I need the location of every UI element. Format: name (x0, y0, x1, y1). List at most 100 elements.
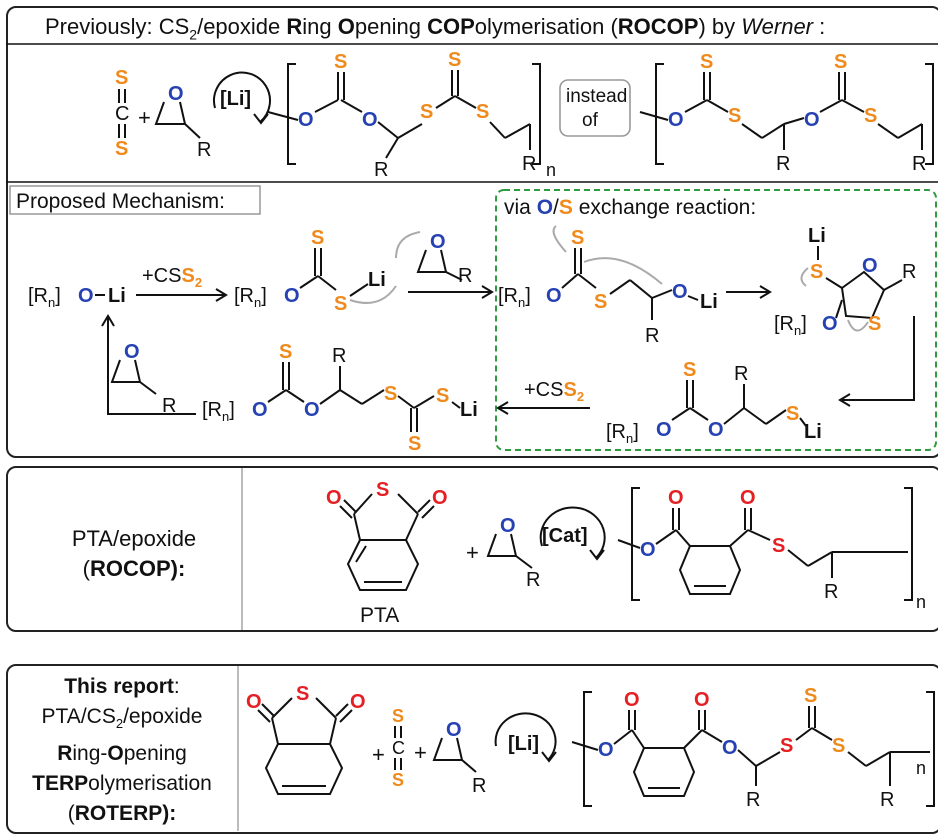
atom-o: O (740, 487, 756, 509)
header-sub: 2 (189, 26, 198, 43)
atom-o: O (546, 285, 562, 307)
header-werner: Werner (741, 14, 814, 39)
atom-r: R (824, 581, 838, 603)
atom-s: S (392, 706, 404, 726)
atom-o: O (656, 419, 672, 441)
exchange-o: O (537, 196, 553, 219)
atom-s: S (700, 51, 713, 73)
reagent-cs2-part: +CS (142, 265, 181, 287)
plus-sign: + (414, 740, 427, 765)
atom-s: S (420, 101, 433, 123)
rn-group: [Rn] (202, 399, 235, 424)
label-part: PTA/CS (41, 705, 116, 728)
exchange-part: exchange reaction: (573, 196, 756, 219)
atom-s: S (115, 67, 128, 89)
rn-close: ] (261, 285, 267, 307)
header-part: pening (354, 14, 428, 39)
atom-o: O (672, 281, 688, 303)
atom-s: S (810, 261, 823, 283)
atom-s: S (571, 227, 584, 249)
instead-of-box (559, 79, 631, 137)
panel1-header: Previously: CS2/epoxide Ring Opening COP… (45, 14, 825, 42)
catalyst-cat: [Cat] (542, 525, 588, 547)
panel3-line2: PTA/CS2/epoxide (8, 702, 236, 739)
label-part: ): (162, 802, 177, 826)
atom-r: R (162, 395, 176, 417)
panel2-label: PTA/epoxide (ROCOP): (34, 524, 234, 584)
rn-close: ] (525, 285, 531, 307)
header-part: ) by (698, 14, 742, 39)
label-part: ( (82, 556, 90, 581)
atom-li: Li (804, 421, 822, 443)
label-part: O (107, 742, 124, 766)
exchange-label: via O/S exchange reaction: (504, 196, 756, 219)
header-part: R (286, 14, 303, 39)
reagent-sub: 2 (577, 389, 584, 404)
atom-o: O (430, 231, 446, 253)
atom-o: O (722, 737, 738, 759)
atom-s: S (392, 770, 404, 790)
instead-of-text: of (582, 110, 599, 131)
atom-r: R (522, 153, 536, 175)
atom-s: S (279, 341, 292, 363)
atom-o: O (284, 285, 300, 307)
label-part: ( (67, 802, 75, 826)
atom-c: C (115, 103, 129, 125)
rn: [R (498, 285, 518, 307)
rn-close: ] (801, 313, 807, 335)
label-part: olymerisation (88, 772, 212, 796)
atom-s: S (832, 735, 845, 757)
reagent-s: S (563, 379, 576, 401)
repeat-n: n (546, 160, 556, 180)
rn: [R (774, 313, 794, 335)
atom-o: O (252, 399, 268, 421)
rn-close: ] (55, 285, 61, 307)
atom-o: O (432, 487, 448, 509)
atom-r: R (197, 139, 211, 161)
atom-o: O (500, 515, 516, 537)
atom-o: O (326, 487, 342, 509)
catalyst-li: [Li] (508, 733, 539, 755)
plus-sign: + (138, 105, 151, 130)
panel3-line1: This report: (8, 672, 236, 702)
header-part: ROCOP (617, 14, 699, 39)
atom-s: S (728, 105, 741, 127)
rn-sub: n (222, 409, 229, 424)
pta-name: PTA (360, 604, 400, 627)
atom-s: S (436, 385, 449, 407)
rn-sub: n (254, 295, 261, 310)
atom-o: O (298, 109, 314, 131)
atom-s: S (476, 101, 489, 123)
label-part: This report (64, 675, 174, 698)
rn: [R (202, 399, 222, 421)
atom-o: O (708, 419, 724, 441)
atom-o: O (446, 719, 462, 741)
atom-o: O (862, 255, 878, 277)
atom-s: S (334, 51, 347, 73)
rn-group: [Rn] (28, 285, 61, 310)
atom-s: S (115, 138, 128, 160)
header-part: Previously: CS (45, 14, 190, 39)
panel2-label-line2: (ROCOP): (34, 554, 234, 584)
label-part: /epoxide (123, 705, 203, 728)
atom-s: S (868, 313, 881, 335)
header-part: O (337, 14, 355, 39)
atom-s: S (780, 735, 793, 757)
atom-s: S (772, 535, 785, 557)
atom-o: O (362, 109, 378, 131)
atom-li: Li (700, 291, 718, 313)
atom-r: R (776, 153, 790, 175)
plus-sign: + (466, 540, 479, 565)
exchange-part: / (553, 196, 559, 219)
reagent-cs2: +CSS2 (142, 265, 202, 290)
atom-r: R (332, 345, 346, 367)
repeat-n: n (916, 758, 926, 778)
atom-r: R (472, 775, 486, 797)
atom-o: O (822, 313, 838, 335)
rn: [R (28, 285, 48, 307)
atom-s: S (683, 359, 696, 381)
panel-this-report (6, 664, 938, 834)
atom-o: O (668, 109, 684, 131)
